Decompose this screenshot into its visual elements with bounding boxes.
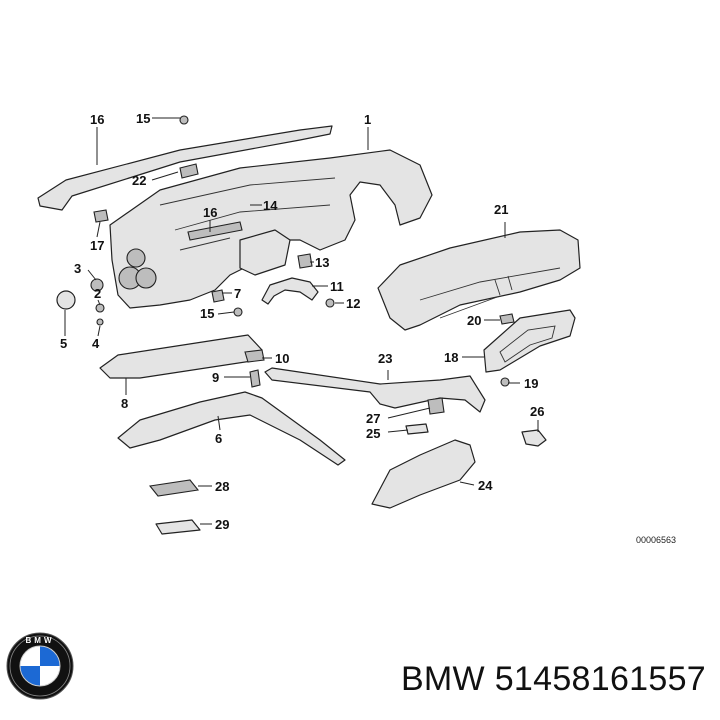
- part-3-clip: [90, 278, 104, 292]
- part-15-screw-mid: [233, 307, 243, 317]
- callout-10: 10: [275, 351, 289, 366]
- callout-3: 3: [74, 261, 81, 276]
- part-number-label: BMW 51458161557: [401, 660, 706, 699]
- part-15-screw-top: [179, 115, 189, 125]
- part-25-lower-cover: [371, 439, 476, 509]
- callout-2: 2: [94, 286, 101, 301]
- callout-30: 29: [215, 517, 229, 532]
- part-9-fastener: [249, 369, 261, 388]
- diagram-reference-code: 00006563: [636, 535, 676, 545]
- part-18-clip: [93, 209, 109, 223]
- part-2-screw: [95, 303, 105, 313]
- callout-14: 14: [263, 198, 278, 213]
- callout-11: 11: [330, 279, 344, 294]
- part-number: 51458161557: [494, 660, 706, 698]
- callout-24: 23: [378, 351, 392, 366]
- part-22-glovebox-housing: [377, 229, 581, 331]
- callout-4: 4: [92, 336, 100, 351]
- part-4-screw: [96, 318, 104, 326]
- part-1-contour: [159, 177, 336, 251]
- callout-13: 13: [315, 255, 329, 270]
- part-6-knee-bolster: [117, 391, 346, 466]
- callout-15-top: 15: [136, 111, 150, 126]
- svg-text:BMW: BMW: [26, 636, 55, 645]
- leader-lines: [64, 117, 539, 525]
- part-1-gauge-opening-top: [126, 248, 146, 268]
- part-10-clip: [244, 349, 265, 363]
- callout-18: 17: [90, 238, 104, 253]
- part-19-opening: [499, 325, 556, 363]
- part-14-bracket: [239, 229, 291, 276]
- callout-12: 12: [346, 296, 360, 311]
- callout-16: 16: [203, 205, 217, 220]
- part-23-clip: [179, 163, 199, 179]
- callout-15-mid: 15: [200, 306, 214, 321]
- part-5-cap: [56, 290, 76, 310]
- part-19-instrument-bezel: [483, 309, 576, 373]
- part-17-dash-trim-strip: [37, 125, 333, 211]
- callout-1: 1: [364, 112, 371, 127]
- callout-8: 8: [121, 396, 128, 411]
- callout-5: 5: [60, 336, 67, 351]
- part-7-clip: [211, 289, 225, 303]
- part-27-bolt: [521, 429, 547, 447]
- part-28-clip: [427, 397, 445, 415]
- callout-17: 16: [90, 112, 104, 127]
- callout-22: 21: [494, 202, 508, 217]
- part-12-screw: [325, 298, 335, 308]
- part-13-clip: [297, 253, 313, 269]
- part-24-support-bracket: [264, 367, 486, 413]
- callout-7: 7: [234, 286, 241, 301]
- part-16-vent-strip: [187, 221, 243, 241]
- part-22-contour: [419, 267, 561, 319]
- callout-6: 6: [215, 431, 222, 446]
- part-26-bolt: [405, 423, 429, 435]
- part-30-cover: [155, 519, 201, 535]
- callout-23: 22: [132, 173, 146, 188]
- part-29-cover: [148, 479, 200, 497]
- part-8-lower-trim-panel: [99, 334, 263, 379]
- callout-25: 24: [478, 478, 493, 493]
- part-21-clip: [499, 313, 515, 325]
- callout-21: 20: [467, 313, 481, 328]
- brand-name: BMW: [400, 660, 485, 698]
- part-20-screw: [500, 377, 510, 387]
- part-1-dashboard-carrier: [109, 149, 433, 309]
- callout-27: 26: [530, 404, 544, 419]
- bmw-logo: BMW: [6, 632, 74, 700]
- callout-26: 25: [366, 426, 380, 441]
- callout-20: 19: [524, 376, 538, 391]
- callout-9: 9: [212, 370, 219, 385]
- callout-29: 28: [215, 479, 229, 494]
- part-1-gauge-opening-right: [135, 267, 157, 289]
- callout-19: 18: [444, 350, 458, 365]
- callout-28: 27: [366, 411, 380, 426]
- part-11-u-bracket: [261, 277, 319, 305]
